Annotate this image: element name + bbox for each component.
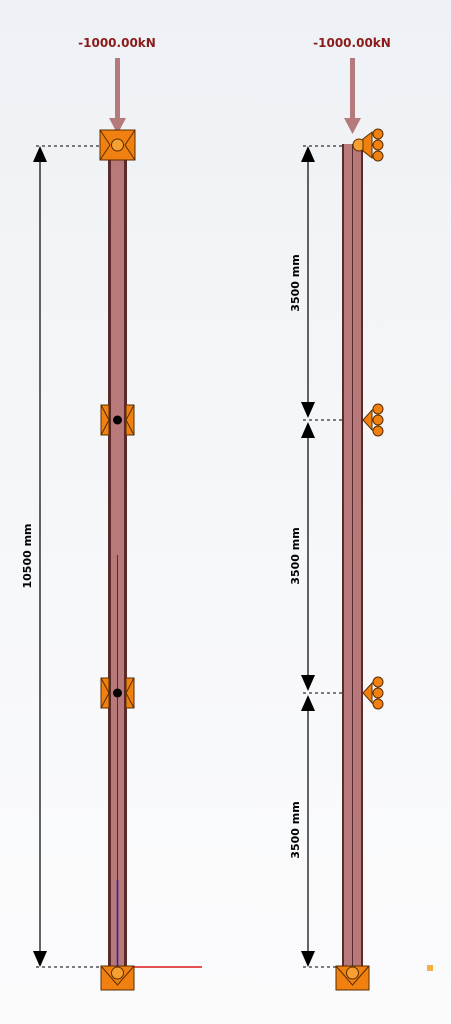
right-member[interactable] <box>342 144 363 970</box>
mid-support-lower <box>100 677 135 709</box>
right-dim-label-1: 3500 mm <box>289 254 302 311</box>
right-dim-arrow-2b <box>301 675 315 691</box>
lateral-bracing-icon[interactable] <box>100 404 135 436</box>
right-load-arrowhead <box>344 118 361 134</box>
selection-marker-icon[interactable] <box>427 965 433 971</box>
left-column-view: -1000.00kN 10500 mm <box>21 36 202 991</box>
pinned-support-icon[interactable] <box>99 129 136 161</box>
top-roller-wedge <box>362 130 373 160</box>
mid-roller-lower-wheel-3 <box>372 698 384 710</box>
right-dim-arrow-1a <box>301 146 315 162</box>
left-dim-arrow-bottom <box>33 951 47 967</box>
mid-node-upper[interactable] <box>113 415 122 425</box>
fixed-support-icon[interactable] <box>335 965 370 991</box>
right-dimensions: 3500 mm 3500 mm 3500 mm <box>289 145 342 968</box>
roller-support-icon[interactable] <box>352 128 384 162</box>
left-load[interactable]: -1000.00kN <box>78 36 156 134</box>
mid-roller-upper-wheel-3 <box>372 425 384 437</box>
mid-roller-lower-wheel-2 <box>372 687 384 699</box>
lateral-bracing-icon[interactable] <box>100 677 135 709</box>
right-dim-arrow-3b <box>301 951 315 967</box>
mid-roller-upper-wedge <box>362 408 373 432</box>
left-dimension: 10500 mm <box>21 145 108 968</box>
mid-roller-lower-wheel-1 <box>372 676 384 688</box>
left-load-arrowhead <box>109 118 126 134</box>
left-dim-label: 10500 mm <box>21 523 34 588</box>
bottom-support-hatch <box>100 965 135 986</box>
right-load[interactable]: -1000.00kN <box>313 36 391 134</box>
right-bottom-support-hatch <box>335 965 370 986</box>
right-dim-arrow-2a <box>301 422 315 438</box>
top-roller-wheel-2 <box>372 139 384 151</box>
local-axes-icon <box>116 880 202 968</box>
right-dim-label-2: 3500 mm <box>289 527 302 584</box>
top-roller-wheel-3 <box>372 150 384 162</box>
right-column-view: -1000.00kN 3500 mm 3500 mm 3500 mm <box>289 36 391 991</box>
roller-support-icon[interactable] <box>362 403 384 437</box>
right-dim-arrow-1b <box>301 402 315 418</box>
mid-support-upper-hatch <box>100 404 135 436</box>
left-load-label: -1000.00kN <box>78 36 156 50</box>
left-member[interactable] <box>108 140 127 970</box>
mid-node-lower[interactable] <box>113 688 122 698</box>
bottom-support-pin <box>111 966 124 980</box>
left-load-arrow-shaft <box>115 58 120 120</box>
mid-support-lower-hatch <box>100 677 135 709</box>
mid-roller-upper-wheel-2 <box>372 414 384 426</box>
right-dim-label-3: 3500 mm <box>289 801 302 858</box>
right-load-arrow-shaft <box>350 58 355 120</box>
mid-roller-lower-wedge <box>362 681 373 705</box>
left-dim-arrow-top <box>33 146 47 162</box>
right-dim-arrow-3a <box>301 695 315 711</box>
top-support-hatch <box>99 129 136 161</box>
mid-roller-upper-wheel-1 <box>372 403 384 415</box>
top-support-pin <box>111 138 124 152</box>
fixed-support-icon[interactable] <box>100 965 135 991</box>
roller-support-icon[interactable] <box>362 676 384 710</box>
top-roller-wheel-1 <box>372 128 384 140</box>
right-load-label: -1000.00kN <box>313 36 391 50</box>
right-bottom-support-pin <box>346 966 359 980</box>
